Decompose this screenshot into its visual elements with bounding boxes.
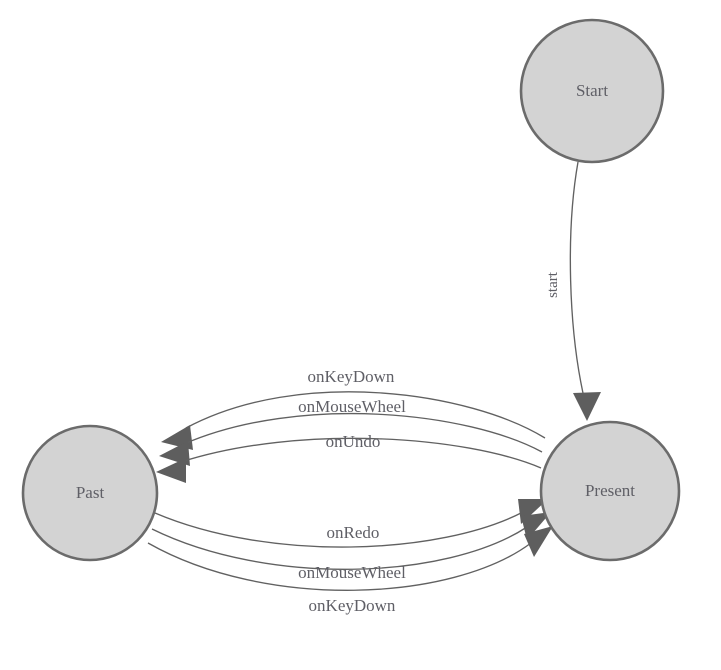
edge-present-to-past-onundo[interactable]: onUndo [156, 432, 542, 483]
edge-label-present-past-onmousewheel: onMouseWheel [298, 397, 406, 416]
edge-present-to-past-onundo-arrowhead [156, 458, 186, 483]
node-past[interactable]: Past [21, 424, 159, 562]
node-present[interactable]: Present [539, 420, 681, 562]
edge-label-present-past-onkeydown: onKeyDown [308, 367, 395, 386]
node-past-circle [21, 424, 159, 562]
edge-label-present-past-onundo: onUndo [326, 432, 381, 451]
node-past-label: Past [76, 483, 105, 502]
edge-past-to-present-onredo-path [154, 511, 524, 548]
edge-start-to-present[interactable]: start [545, 161, 601, 421]
edge-past-to-present-onkeydown-arrowhead [524, 526, 553, 557]
node-start-circle [519, 18, 665, 164]
edge-past-to-present-onmousewheel-path [151, 526, 528, 570]
edge-present-to-past-onkeydown-path [185, 391, 546, 439]
node-start[interactable]: Start [519, 18, 665, 164]
edge-past-to-present-onkeydown[interactable]: onKeyDown [147, 526, 553, 615]
edge-label-past-present-onredo: onRedo [327, 523, 380, 542]
edge-label-past-present-onkeydown: onKeyDown [309, 596, 396, 615]
edge-present-to-past-onmousewheel[interactable]: onMouseWheel [159, 397, 543, 466]
edge-label-past-present-onmousewheel: onMouseWheel [298, 563, 406, 582]
node-present-circle [539, 420, 681, 562]
edge-label-start: start [545, 271, 561, 298]
edge-present-to-past-onmousewheel-path [183, 412, 543, 453]
edge-past-to-present-onredo[interactable]: onRedo [154, 499, 548, 548]
edge-present-to-past-onundo-path [180, 437, 542, 469]
edge-start-to-present-path [569, 161, 586, 403]
node-present-label: Present [585, 481, 635, 500]
node-start-label: Start [576, 81, 608, 100]
edge-past-to-present-onkeydown-path [147, 542, 532, 591]
edge-start-to-present-arrowhead [573, 392, 601, 421]
